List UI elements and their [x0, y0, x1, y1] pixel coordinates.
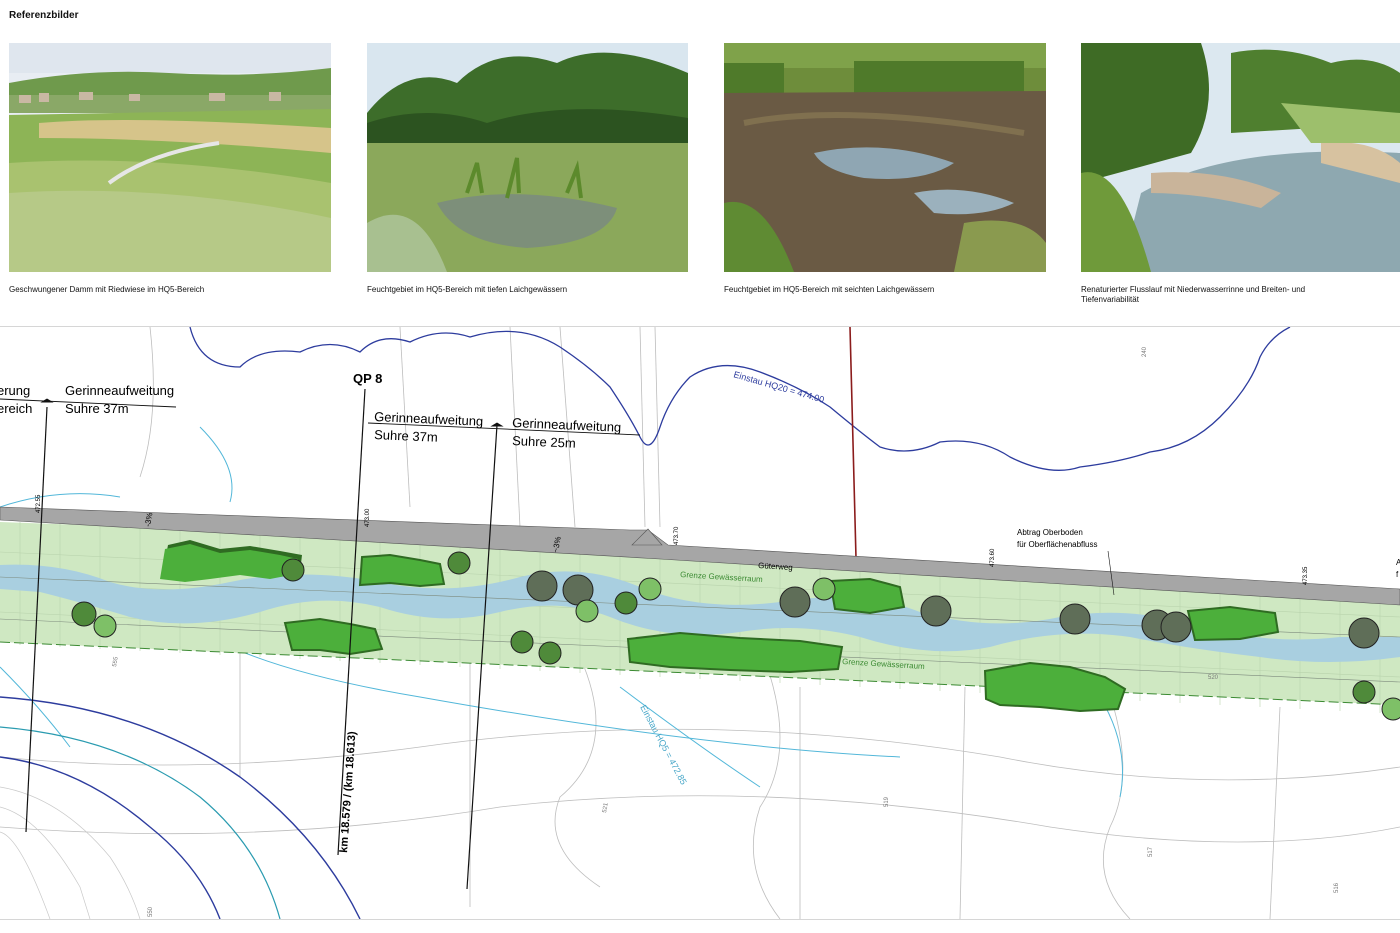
section-label-left-b: ereich — [0, 401, 32, 416]
reference-photo-wetland-deep — [367, 43, 688, 272]
widening-1-title: Gerinneaufweitung — [65, 383, 174, 398]
contour-number-8: 550 — [148, 906, 154, 917]
photo-caption-2: Feuchtgebiet im HQ5-Bereich mit tiefen L… — [367, 285, 568, 294]
photo-caption-3: Feuchtgebiet im HQ5-Bereich mit seichten… — [724, 285, 935, 294]
elevation-label-4: 473.60 — [990, 548, 996, 567]
road-gueterweg — [0, 506, 1400, 606]
photo-caption-4: Renaturierter Flusslauf mit Niederwasser… — [1081, 285, 1306, 304]
profile-label: QP 8 — [353, 371, 382, 386]
hq20-label: Einstau HQ20 = 474.00 — [732, 369, 825, 404]
widening-2-title: Gerinneaufweitung — [374, 409, 484, 429]
hq5-label: Einstau HQ5 = 472.85 — [638, 703, 689, 786]
widening-3-title: Gerinneaufweitung — [512, 415, 622, 435]
reference-photo-dam-meadow — [9, 43, 331, 272]
edge-label-f: f — [1396, 570, 1399, 579]
vegetation-patches — [160, 540, 1280, 713]
edge-label-a: A — [1396, 558, 1400, 567]
elevation-label-2: 473.00 — [365, 508, 371, 527]
road-label: Güterweg — [758, 561, 793, 572]
page-title: Referenzbilder — [9, 10, 79, 21]
topsoil-label-2: für Oberflächenabfluss — [1017, 540, 1098, 549]
photo-caption-1: Geschwungener Damm mit Riedwiese im HQ5-… — [9, 285, 205, 294]
widening-1-sub: Suhre 37m — [65, 401, 129, 416]
cross-section-lines — [25, 388, 498, 890]
section-label-left-a: erung — [0, 383, 30, 398]
contour-number-2: 555 — [112, 656, 120, 668]
contour-number-6: 516 — [1334, 882, 1340, 893]
tree-symbols — [71, 551, 1400, 721]
topsoil-label-1: Abtrag Oberboden — [1017, 528, 1083, 537]
contour-lines — [0, 327, 1400, 919]
widening-2-sub: Suhre 37m — [374, 427, 438, 445]
contour-number-3: 519 — [884, 796, 890, 807]
slope-label-2: ~3% — [551, 536, 563, 554]
terrain-contours — [0, 696, 361, 919]
elevation-label-1: 472.55 — [36, 494, 42, 513]
reference-photo-wetland-shallow — [724, 43, 1046, 272]
slope-label-1: -3% — [143, 512, 154, 528]
widening-3-sub: Suhre 25m — [512, 433, 576, 451]
contour-number-1: 240 — [1142, 346, 1148, 357]
contour-number-7: 521 — [602, 802, 610, 814]
hq20-flood-line — [189, 327, 1291, 471]
elevation-label-3: 473.70 — [674, 526, 680, 545]
lower-boundary-line — [0, 641, 1400, 706]
river-channel — [0, 564, 1400, 662]
site-plan-map: erung ereich Gerinneaufweitung Suhre 37m… — [0, 326, 1400, 920]
contour-number-5: 517 — [1148, 846, 1154, 857]
contour-number-4: 520 — [1208, 675, 1219, 681]
reference-photo-river — [1081, 43, 1400, 272]
elevation-label-5: 473.35 — [1303, 566, 1309, 585]
